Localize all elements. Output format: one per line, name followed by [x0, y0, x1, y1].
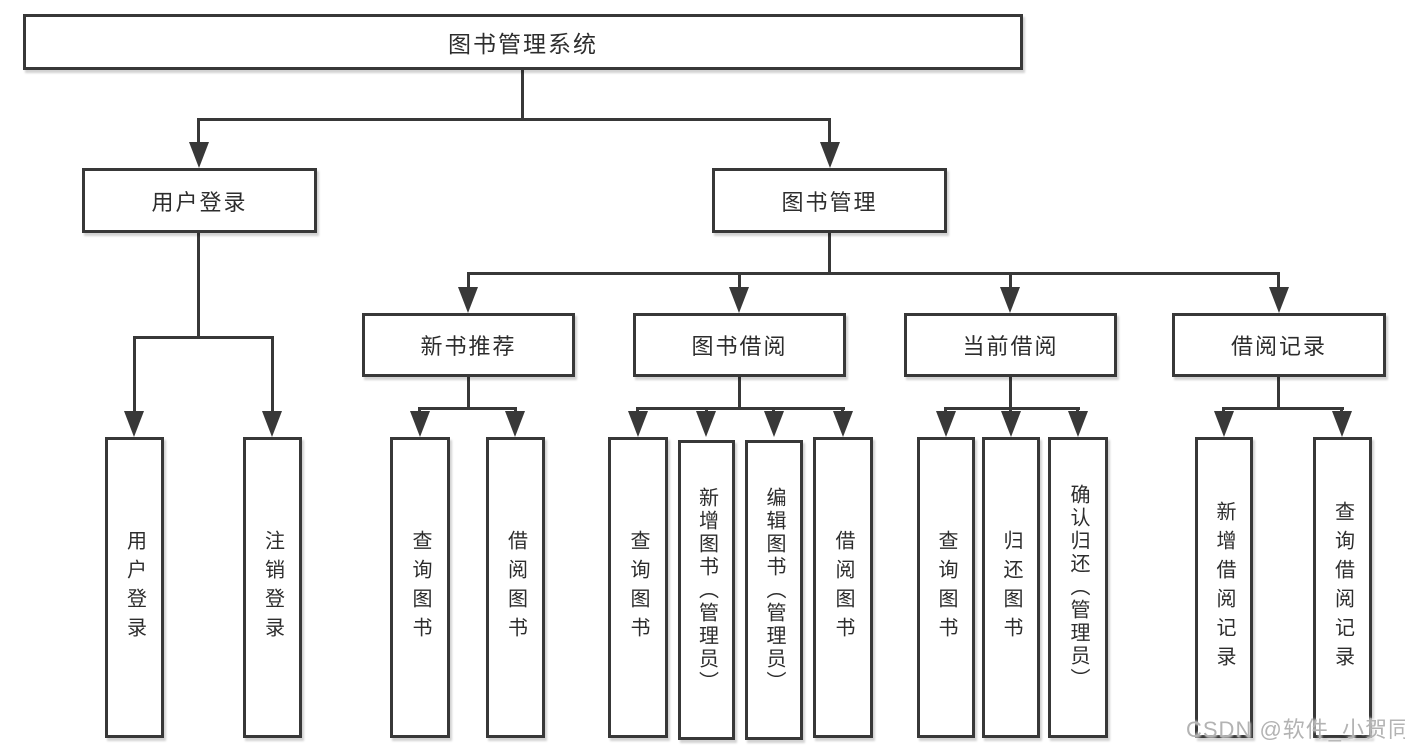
leaf-add-borrow-record: 新增借阅记录 — [1195, 437, 1253, 738]
connector-arrow-shaft — [1009, 407, 1012, 414]
connector-arrow-shaft — [271, 336, 274, 414]
connector-arrow-shaft — [841, 407, 844, 414]
leaf-return-book: 归还图书 — [982, 437, 1040, 738]
leaf-label: 查询图书 — [935, 529, 957, 646]
connector-user-login-stem — [197, 233, 200, 339]
arrowhead-down-icon — [262, 411, 282, 437]
leaf-query-borrow-record: 查询借阅记录 — [1313, 437, 1372, 738]
arrowhead-down-icon — [458, 287, 478, 313]
leaf-newbook-borrow-book: 借阅图书 — [486, 437, 545, 738]
leaf-borrow-query-book: 查询图书 — [608, 437, 668, 738]
arrowhead-down-icon — [628, 411, 648, 437]
arrowhead-down-icon — [1214, 411, 1234, 437]
connector-book-borrow-rail — [636, 407, 845, 410]
connector-arrow-shaft — [197, 118, 200, 146]
arrowhead-down-icon — [1001, 411, 1021, 437]
leaf-edit-book-admin: 编辑图书（管理员） — [745, 440, 803, 740]
node-borrow-record: 借阅记录 — [1172, 313, 1386, 377]
leaf-logout: 注销登录 — [243, 437, 302, 738]
arrowhead-down-icon — [729, 287, 749, 313]
connector-book-borrow-stem — [738, 377, 741, 410]
node-book-borrow: 图书借阅 — [633, 313, 846, 377]
connector-current-borrow-stem — [1009, 377, 1012, 410]
leaf-label: 用户登录 — [123, 529, 146, 646]
leaf-current-query-book: 查询图书 — [917, 437, 975, 738]
arrowhead-down-icon — [1068, 411, 1088, 437]
node-label: 用户登录 — [151, 189, 248, 215]
leaf-label: 新增图书（管理员） — [695, 486, 718, 694]
node-new-book-recommend: 新书推荐 — [362, 313, 575, 377]
arrowhead-down-icon — [410, 411, 430, 437]
leaf-label: 确认归还（管理员） — [1067, 484, 1089, 691]
leaf-label: 新增借阅记录 — [1213, 500, 1235, 675]
node-label: 图书管理 — [781, 189, 878, 215]
arrowhead-down-icon — [1332, 411, 1352, 437]
connector-borrow-record-rail — [1222, 407, 1344, 410]
connector-arrow-shaft — [514, 407, 517, 414]
connector-arrow-shaft — [705, 407, 708, 414]
arrowhead-down-icon — [936, 411, 956, 437]
leaf-label: 查询借阅记录 — [1331, 500, 1354, 675]
connector-root-stem — [521, 70, 524, 121]
node-current-borrow: 当前借阅 — [904, 313, 1117, 377]
connector-arrow-shaft — [1277, 272, 1280, 290]
leaf-label: 归还图书 — [1000, 529, 1022, 646]
connector-arrow-shaft — [636, 407, 639, 414]
leaf-newbook-query-book: 查询图书 — [390, 437, 450, 738]
connector-arrow-shaft — [418, 407, 421, 414]
arrowhead-down-icon — [124, 411, 144, 437]
leaf-label: 查询图书 — [409, 529, 431, 646]
connector-arrow-shaft — [828, 118, 831, 146]
leaf-label: 借阅图书 — [504, 529, 527, 646]
arrowhead-down-icon — [189, 142, 209, 168]
arrowhead-down-icon — [505, 411, 525, 437]
connector-new-book-rail — [418, 407, 517, 410]
arrowhead-down-icon — [764, 411, 784, 437]
leaf-confirm-return-admin: 确认归还（管理员） — [1048, 437, 1108, 738]
connector-arrow-shaft — [1222, 407, 1225, 414]
arrowhead-down-icon — [820, 142, 840, 168]
connector-level2-rail — [467, 272, 1280, 275]
arrowhead-down-icon — [696, 411, 716, 437]
connector-current-borrow-rail — [944, 407, 1080, 410]
leaf-user-login: 用户登录 — [105, 437, 164, 738]
connector-borrow-record-stem — [1277, 377, 1280, 410]
node-label: 新书推荐 — [420, 334, 517, 359]
node-user-login: 用户登录 — [82, 168, 317, 233]
connector-arrow-shaft — [467, 272, 470, 290]
node-root-label: 图书管理系统 — [448, 31, 598, 57]
connector-arrow-shaft — [1340, 407, 1343, 414]
connector-arrow-shaft — [1009, 272, 1012, 290]
arrowhead-down-icon — [1269, 287, 1289, 313]
csdn-watermark: CSDN @软件_小贺同学 — [1186, 717, 1405, 742]
node-book-management: 图书管理 — [712, 168, 947, 233]
leaf-label: 查询图书 — [627, 529, 649, 646]
leaf-borrow-book: 借阅图书 — [813, 437, 873, 738]
connector-arrow-shaft — [1076, 407, 1079, 414]
node-label: 图书借阅 — [691, 334, 788, 359]
connector-user-login-rail — [133, 336, 274, 339]
connector-arrow-shaft — [133, 336, 136, 414]
arrowhead-down-icon — [833, 411, 853, 437]
connector-book-mgmt-stem — [828, 233, 831, 275]
connector-arrow-shaft — [772, 407, 775, 414]
connector-arrow-shaft — [738, 272, 741, 290]
connector-new-book-stem — [467, 377, 470, 410]
leaf-add-book-admin: 新增图书（管理员） — [678, 440, 735, 740]
node-label: 借阅记录 — [1230, 334, 1327, 359]
connector-level1-rail — [197, 118, 831, 121]
node-label: 当前借阅 — [962, 334, 1059, 359]
arrowhead-down-icon — [1000, 287, 1020, 313]
leaf-label: 借阅图书 — [832, 529, 854, 646]
connector-arrow-shaft — [944, 407, 947, 414]
leaf-label: 编辑图书（管理员） — [763, 486, 785, 694]
leaf-label: 注销登录 — [261, 529, 284, 646]
node-root: 图书管理系统 — [23, 14, 1023, 70]
